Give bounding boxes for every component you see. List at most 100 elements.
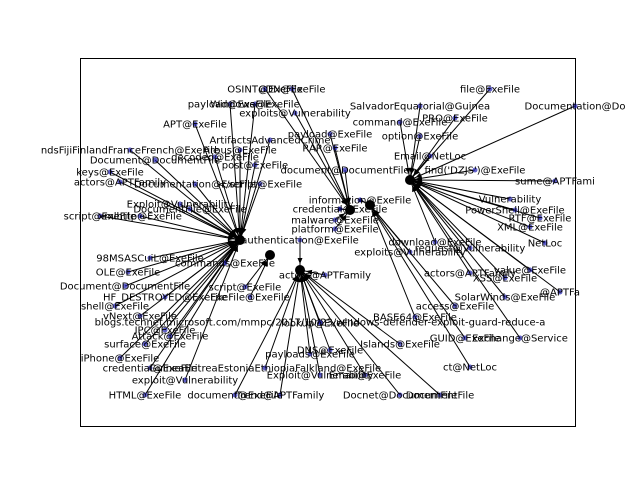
graph-edge bbox=[164, 239, 241, 331]
graph-node bbox=[467, 245, 473, 251]
graph-edge bbox=[294, 112, 351, 211]
edge-arrowhead bbox=[227, 234, 235, 240]
node-label: actors@APTFamily bbox=[279, 271, 371, 282]
plot-frame bbox=[80, 58, 576, 427]
node-label: malware@ExeFile bbox=[291, 216, 379, 227]
graph-edge bbox=[119, 181, 241, 241]
graph-edge bbox=[409, 179, 521, 339]
node-label: DocumentFile bbox=[406, 391, 475, 402]
graph-edge bbox=[409, 179, 546, 244]
graph-node bbox=[182, 377, 188, 383]
edge-arrowhead bbox=[304, 273, 311, 280]
graph-edge bbox=[299, 269, 366, 376]
graph-node bbox=[212, 154, 218, 160]
graph-edge bbox=[184, 239, 241, 381]
graph-node bbox=[557, 289, 563, 295]
edge-arrowhead bbox=[410, 167, 416, 175]
graph-node bbox=[117, 179, 123, 185]
node-label: ndsFijiFinlandFranceFrench@ExeFile bbox=[41, 146, 219, 157]
graph-node bbox=[322, 272, 328, 278]
node-label: lookup@ExeFile bbox=[281, 319, 359, 330]
graph-node bbox=[142, 392, 148, 398]
graph-edge bbox=[409, 179, 471, 249]
graph-node bbox=[342, 167, 348, 173]
edge-arrowhead bbox=[373, 210, 379, 217]
node-label: surface@ExeFile bbox=[104, 340, 186, 351]
edge-arrowhead bbox=[413, 169, 420, 176]
graph-edge bbox=[194, 123, 241, 241]
node-label: credential@ExeFile bbox=[103, 364, 198, 375]
node-label: PowerShell@ExeFile bbox=[465, 206, 564, 217]
node-label: DNS@ExeFile bbox=[297, 346, 363, 357]
graph-node bbox=[332, 226, 338, 232]
graph-node bbox=[437, 392, 443, 398]
graph-node bbox=[137, 213, 143, 219]
graph-node bbox=[502, 275, 508, 281]
edge-arrowhead bbox=[299, 275, 305, 283]
edge-arrowhead bbox=[414, 183, 422, 190]
graph-edge bbox=[239, 139, 271, 241]
node-label: Trend@APTFamily bbox=[235, 391, 325, 402]
node-label: file@ExeFile bbox=[460, 85, 520, 96]
graph-node bbox=[262, 365, 268, 371]
node-label: 98MSASCuiL@ExeFile bbox=[96, 254, 204, 265]
graph-node bbox=[537, 215, 543, 221]
graph-edge bbox=[409, 155, 431, 181]
node-label: @APTFa bbox=[540, 288, 580, 299]
graph-edge bbox=[409, 179, 541, 219]
graph-edge bbox=[119, 239, 241, 359]
graph-node bbox=[112, 303, 118, 309]
graph-node bbox=[512, 207, 518, 213]
graph-node bbox=[289, 86, 295, 92]
graph-node bbox=[327, 131, 333, 137]
graph-edge bbox=[409, 179, 531, 228]
graph-node bbox=[397, 341, 403, 347]
graph-edge bbox=[124, 239, 241, 287]
edge-arrowhead bbox=[234, 227, 239, 235]
graph-node bbox=[527, 267, 533, 273]
graph-edge bbox=[139, 215, 241, 241]
graph-node bbox=[262, 86, 268, 92]
graph-node bbox=[307, 351, 313, 357]
graph-nodes bbox=[97, 86, 578, 398]
graph-node bbox=[332, 217, 338, 223]
node-label: find('DZJS')@ExeFile bbox=[425, 166, 526, 177]
graph-node bbox=[162, 327, 168, 333]
graph-node bbox=[397, 119, 403, 125]
graph-edge bbox=[369, 204, 456, 307]
graph-node bbox=[267, 137, 273, 143]
graph-edge bbox=[369, 204, 416, 318]
graph-node bbox=[552, 178, 558, 184]
graph-node bbox=[147, 365, 153, 371]
graph-node bbox=[147, 255, 153, 261]
node-label: ArtifactsAdvancedCrime bbox=[209, 136, 330, 147]
graph-edge bbox=[291, 88, 351, 211]
node-label: actors@APTFamily bbox=[74, 178, 166, 189]
graph-edge bbox=[99, 215, 241, 241]
edge-arrowhead bbox=[295, 275, 301, 283]
edge-arrowhead bbox=[346, 197, 351, 205]
graph-node bbox=[192, 181, 198, 187]
graph-node bbox=[117, 355, 123, 361]
node-label: DocumentFile@ExeFile bbox=[133, 205, 246, 216]
graph-edge bbox=[264, 269, 301, 369]
graph-edge bbox=[129, 149, 241, 241]
graph-node bbox=[337, 206, 343, 212]
node-label: Islands@ExeFile bbox=[360, 340, 440, 351]
graph-node bbox=[152, 157, 158, 163]
graph-node bbox=[162, 294, 168, 300]
node-label: xmlhttp@ExeFile bbox=[98, 212, 182, 223]
graph-node bbox=[297, 237, 303, 243]
graph-node bbox=[122, 283, 128, 289]
graph-edge bbox=[369, 204, 471, 368]
graph-node bbox=[142, 341, 148, 347]
graph-node bbox=[222, 260, 228, 266]
node-label: blogs.technet.microsoft.com/mmpc/2017/10… bbox=[95, 318, 546, 329]
node-label: Exploit@Vulnerability bbox=[127, 200, 234, 211]
node-label: post@ExeFile bbox=[222, 161, 288, 172]
node-label: iPhone@ExeFile bbox=[81, 354, 160, 365]
graph-node bbox=[317, 320, 323, 326]
graph-node bbox=[357, 197, 363, 203]
